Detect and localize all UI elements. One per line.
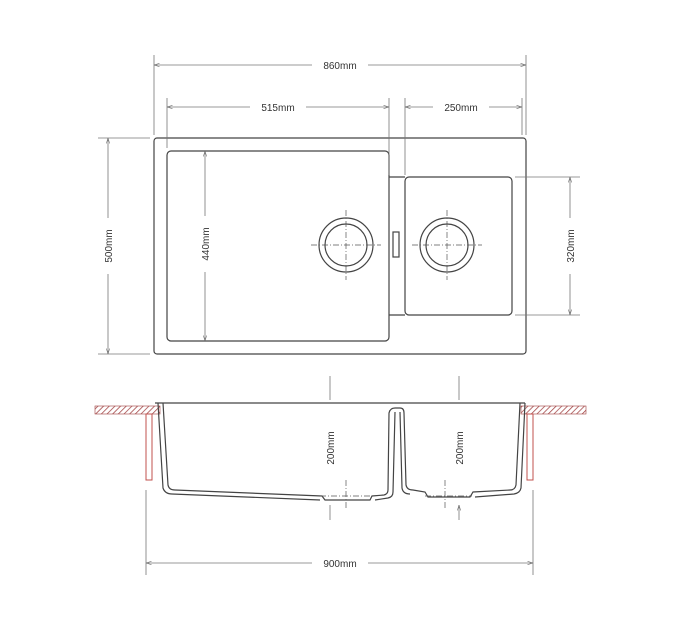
sink-outline	[153, 137, 527, 355]
label-cutout-width: 900mm	[323, 559, 356, 570]
sink-profile-outer	[157, 402, 526, 501]
small-drain	[412, 210, 482, 280]
sink-profile-inner	[162, 402, 521, 501]
label-small-bowl-width: 250mm	[444, 103, 477, 114]
small-bowl	[404, 176, 513, 316]
large-bowl	[166, 150, 390, 342]
overflow-slot	[392, 231, 400, 258]
label-overall-depth: 500mm	[104, 229, 115, 262]
label-small-bowl-depth: 320mm	[566, 229, 577, 262]
label-overall-width: 860mm	[323, 61, 356, 72]
label-large-bowl-depth: 440mm	[201, 227, 212, 260]
label-large-bowl-height: 200mm	[326, 431, 337, 464]
top-view: 860mm 515mm 250mm 500mm 440mm 320mm	[98, 55, 580, 355]
cabinet-side-right	[526, 413, 534, 481]
side-view: 200mm 200mm 900mm	[94, 376, 587, 575]
large-drain	[311, 210, 381, 280]
label-large-bowl-width: 515mm	[261, 103, 294, 114]
countertop-left	[94, 405, 161, 415]
label-small-bowl-height: 200mm	[455, 431, 466, 464]
countertop-right	[520, 405, 587, 415]
cabinet-side-left	[145, 413, 153, 481]
